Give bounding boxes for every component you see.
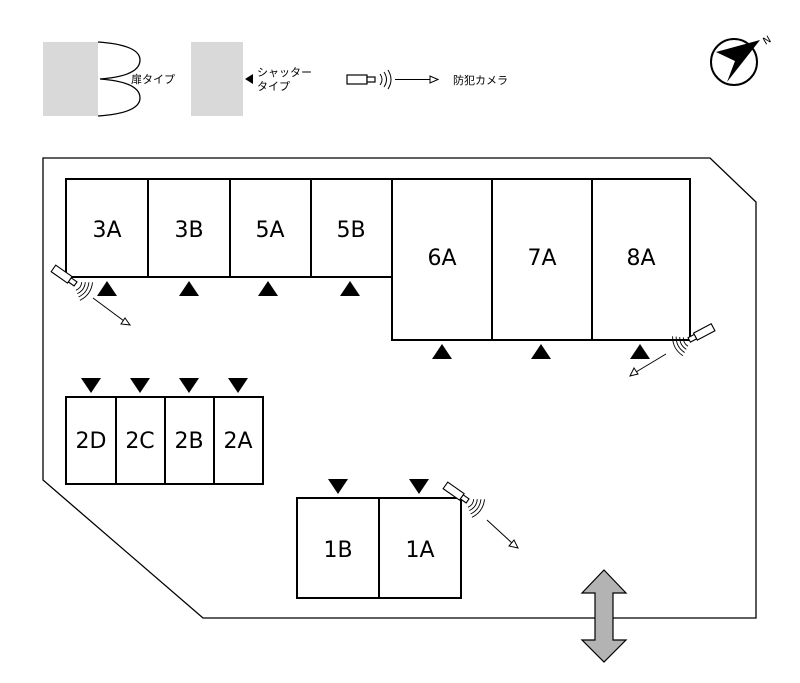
security-camera-3 (442, 481, 519, 549)
shutter-type-label-line2: タイプ (257, 80, 290, 93)
security-camera-2 (629, 322, 716, 377)
unit-1A: 1A (378, 497, 462, 599)
unit-2B-label: 2B (174, 429, 203, 454)
unit-6A-label: 6A (427, 246, 456, 271)
door-type-label: 扉タイプ (131, 73, 175, 86)
security-camera-1 (50, 264, 132, 326)
unit-3B-label: 3B (174, 218, 203, 243)
shutter-marker-5B (340, 281, 360, 296)
legend-camera: 防犯カメラ (346, 69, 508, 90)
door-swing-icon (97, 41, 141, 117)
shutter-marker-7A (531, 344, 551, 359)
unit-5A: 5A (229, 178, 312, 278)
camera-label: 防犯カメラ (453, 73, 508, 87)
unit-6A: 6A (391, 178, 493, 341)
unit-1B-label: 1B (323, 538, 352, 563)
shutter-markers-row-3 (328, 479, 429, 494)
unit-2C: 2C (115, 396, 166, 485)
unit-1B: 1B (296, 497, 380, 599)
unit-2B: 2B (164, 396, 215, 485)
compass: N (710, 34, 773, 86)
shutter-type-label-line1: シャッター (257, 66, 312, 79)
legend-door-type: 扉タイプ (43, 41, 175, 117)
shutter-marker-6A (432, 344, 452, 359)
unit-2A-label: 2A (223, 429, 252, 454)
door-type-swatch (43, 42, 98, 116)
shutter-marker-3B (179, 281, 199, 296)
legend: 扉タイプ シャッター タイプ 防犯カメラ (43, 41, 508, 117)
shutter-marker-2B (179, 378, 199, 393)
legend-shutter-type: シャッター タイプ (191, 42, 312, 116)
entrance-arrow-icon (580, 569, 628, 663)
unit-5B-label: 5B (336, 218, 365, 243)
shutter-marker-2C (130, 378, 150, 393)
site-boundary (42, 157, 757, 619)
unit-5A-label: 5A (255, 218, 284, 243)
camera-icon (346, 69, 440, 90)
shutter-marker-8A (630, 344, 650, 359)
shutter-marker-icon (245, 74, 253, 84)
unit-2D: 2D (65, 396, 117, 485)
shutter-marker-5A (258, 281, 278, 296)
shutter-marker-1B (328, 479, 348, 494)
unit-8A-label: 8A (626, 246, 655, 271)
shutter-marker-2A (228, 378, 248, 393)
unit-2D-label: 2D (76, 429, 107, 454)
unit-3A: 3A (65, 178, 149, 278)
north-arrow-icon (716, 40, 760, 82)
unit-2C-label: 2C (125, 429, 154, 454)
shutter-marker-2D (81, 378, 101, 393)
unit-3A-label: 3A (92, 218, 121, 243)
shutter-markers-top-row (97, 281, 650, 359)
unit-7A-label: 7A (527, 246, 556, 271)
unit-3B: 3B (147, 178, 231, 278)
north-label: N (761, 34, 773, 47)
unit-2A: 2A (213, 396, 264, 485)
shutter-marker-1A (409, 479, 429, 494)
unit-5B: 5B (310, 178, 393, 278)
unit-7A: 7A (491, 178, 593, 341)
unit-1A-label: 1A (405, 538, 434, 563)
shutter-marker-3A (97, 281, 117, 296)
shutter-markers-row-2 (81, 378, 248, 393)
shutter-type-swatch (191, 42, 243, 116)
unit-8A: 8A (591, 178, 691, 341)
